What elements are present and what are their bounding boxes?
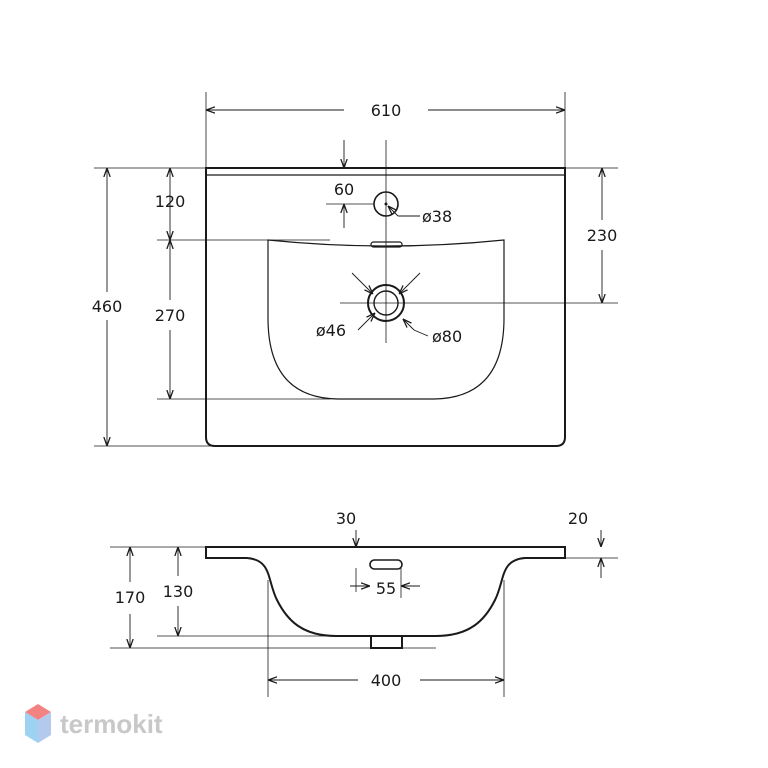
dim-tap-offset: 60	[334, 180, 354, 199]
dim-overall-width: 610	[371, 101, 402, 120]
overflow-slot	[370, 241, 403, 248]
dim-rim-edge: 20	[568, 509, 588, 528]
brand-cube-icon	[25, 704, 51, 743]
dim-drain-outer: ø80	[432, 327, 462, 346]
basin-outline	[205, 167, 566, 447]
side-view-labels: 30 20 170 130 55 400	[115, 509, 588, 690]
dim-overflow-height: 55	[376, 579, 396, 598]
side-view	[110, 530, 618, 697]
dim-drain-from-back: 230	[587, 226, 618, 245]
dim-bowl-height: 130	[163, 582, 194, 601]
side-profile	[205, 546, 566, 637]
dim-rim-thickness: 30	[336, 509, 356, 528]
side-overflow	[369, 559, 403, 570]
bowl-outline	[267, 239, 505, 400]
dim-drain-inner: ø46	[316, 321, 346, 340]
dim-overall-depth: 460	[92, 297, 123, 316]
side-drain	[370, 635, 403, 649]
dim-tap-from-back: 120	[155, 192, 186, 211]
brand-name: termokit	[60, 709, 163, 739]
dim-bowl-depth: 270	[155, 306, 186, 325]
dim-total-height: 170	[115, 588, 146, 607]
brand-logo: termokit	[25, 704, 163, 743]
top-view	[94, 92, 618, 447]
top-view-labels: 610 460 120 60 ø38 270 230 ø46 ø80	[92, 101, 618, 346]
dim-bowl-width: 400	[371, 671, 402, 690]
dim-tap-diameter: ø38	[422, 207, 452, 226]
